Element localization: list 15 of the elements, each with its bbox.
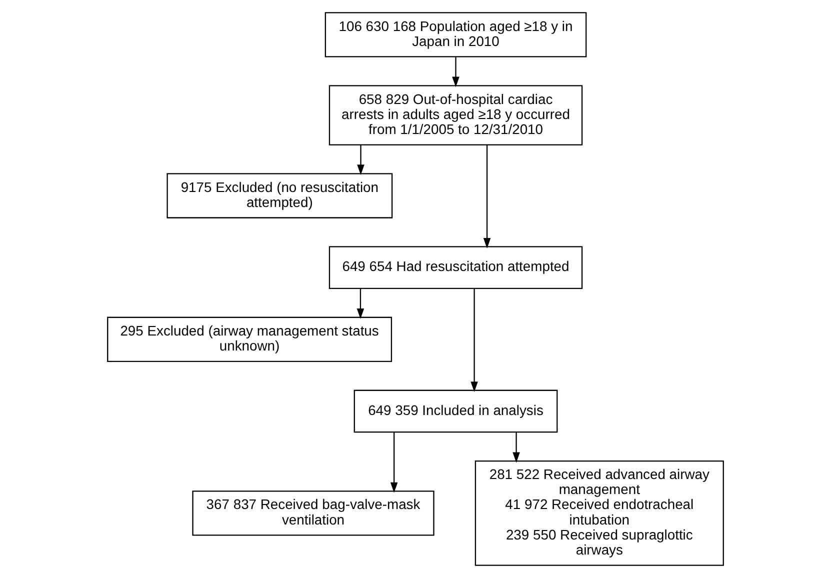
node-box: 295 Excluded (airway management status unknown)	[106, 316, 392, 362]
node-box: 106 630 168 Population aged ≥18 y in Japan in 2010	[324, 12, 586, 58]
node-box: 649 654 Had resuscitation attempted	[328, 246, 582, 289]
arrow	[390, 432, 398, 493]
arrow	[482, 144, 490, 248]
arrow	[356, 288, 364, 319]
node-box: 658 829 Out-of-hospital cardiac arrests in adults aged ≥18 y occurred from 1/1/2005 to 12/31/2010	[328, 85, 582, 146]
arrow	[470, 288, 478, 392]
arrow	[452, 57, 459, 88]
arrow	[512, 432, 520, 463]
node-box: 367 837 Received bag-valve-mask ventilation	[192, 490, 434, 536]
node-box: 649 359 Included in analysis	[353, 390, 558, 433]
arrow	[356, 145, 364, 176]
node-box: 281 522 Received advanced airway management 41 972 Received endotracheal intubation 239 550 Received supraglottic airways	[474, 460, 724, 566]
node-box: 9175 Excluded (no resuscitation attempted)	[166, 173, 392, 218]
